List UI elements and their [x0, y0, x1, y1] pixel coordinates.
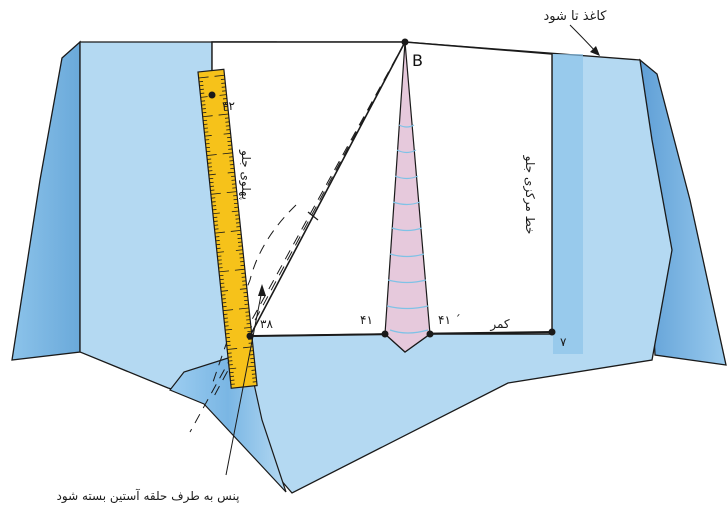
dashed-curve	[211, 204, 297, 386]
ruler-tick	[222, 152, 233, 155]
point-32-marker	[208, 91, 216, 99]
dart-note-arrowhead	[258, 284, 266, 296]
ruler-tick	[239, 288, 247, 290]
waist-dart	[384, 41, 431, 353]
ruler-tick	[231, 210, 239, 213]
ruler-tick	[206, 154, 217, 156]
ruler-tick	[214, 231, 225, 234]
point-38-label: ۳۸	[260, 317, 273, 331]
point-b-label: B	[412, 51, 423, 70]
point-41-label: ۴۱	[360, 313, 373, 327]
paper-fold-pointer	[569, 24, 597, 53]
ruler-tick	[200, 96, 208, 98]
dart-stripes	[386, 124, 429, 334]
ruler-tick	[221, 290, 229, 292]
ruler-tick	[230, 229, 241, 232]
point-41-prime-marker	[426, 330, 434, 338]
point-41-marker	[381, 330, 389, 338]
center-front-fold-band	[553, 54, 583, 354]
ruler-tick	[223, 133, 231, 135]
ruler-tick	[229, 367, 237, 370]
waist-label: کمر	[489, 317, 510, 332]
folded-corner-flap	[169, 351, 287, 493]
point-32-label: ۳۲	[222, 99, 235, 113]
point-b-marker	[401, 38, 409, 46]
ruler-tick	[223, 309, 234, 312]
front-side-label: پهلوی جلو	[238, 149, 253, 200]
line-b-to-38	[249, 41, 406, 337]
dart-note-label: پنس به طرف حلقه آستین بسته شود	[57, 488, 240, 504]
dart-note-pointer	[225, 289, 263, 476]
point-7-marker	[548, 328, 556, 336]
ruler-tick	[218, 270, 229, 273]
ruler-tick	[204, 135, 212, 137]
ruler-tick	[243, 326, 252, 329]
bodice-pattern	[211, 41, 553, 353]
ruler-tick	[219, 94, 227, 96]
paper-fold-label: کاغذ تا شود	[543, 9, 607, 24]
ruler-tick	[225, 328, 233, 331]
ruler-tick	[208, 173, 216, 176]
point-7-label: ۷	[560, 335, 567, 349]
left-paper-flap	[11, 40, 81, 361]
ruler-tick	[218, 113, 229, 116]
ruler-tick	[238, 307, 249, 310]
ruler-tick	[198, 76, 209, 79]
ruler-tick	[202, 115, 213, 118]
ruler-tick	[212, 212, 220, 215]
ruler-ticks	[198, 74, 257, 385]
ruler-tick	[234, 268, 245, 271]
ruler-tick	[248, 365, 256, 368]
center-front-label: خط مرکزی جلو	[522, 155, 537, 235]
paper-fold-arrowhead	[590, 46, 600, 56]
dashed-line-2	[189, 41, 406, 433]
ruler	[197, 68, 258, 389]
ruler-tick	[235, 249, 243, 251]
point-38-marker	[246, 332, 254, 340]
ruler-tick	[227, 171, 235, 174]
ruler-tick	[226, 191, 237, 194]
ruler-tick	[216, 251, 224, 253]
ruler-tick	[227, 348, 238, 350]
point-41-prime-label: ۴۱ ´	[438, 313, 461, 327]
ruler-tick	[214, 74, 225, 77]
tick-mark	[307, 211, 319, 221]
ruler-tick	[210, 192, 221, 195]
